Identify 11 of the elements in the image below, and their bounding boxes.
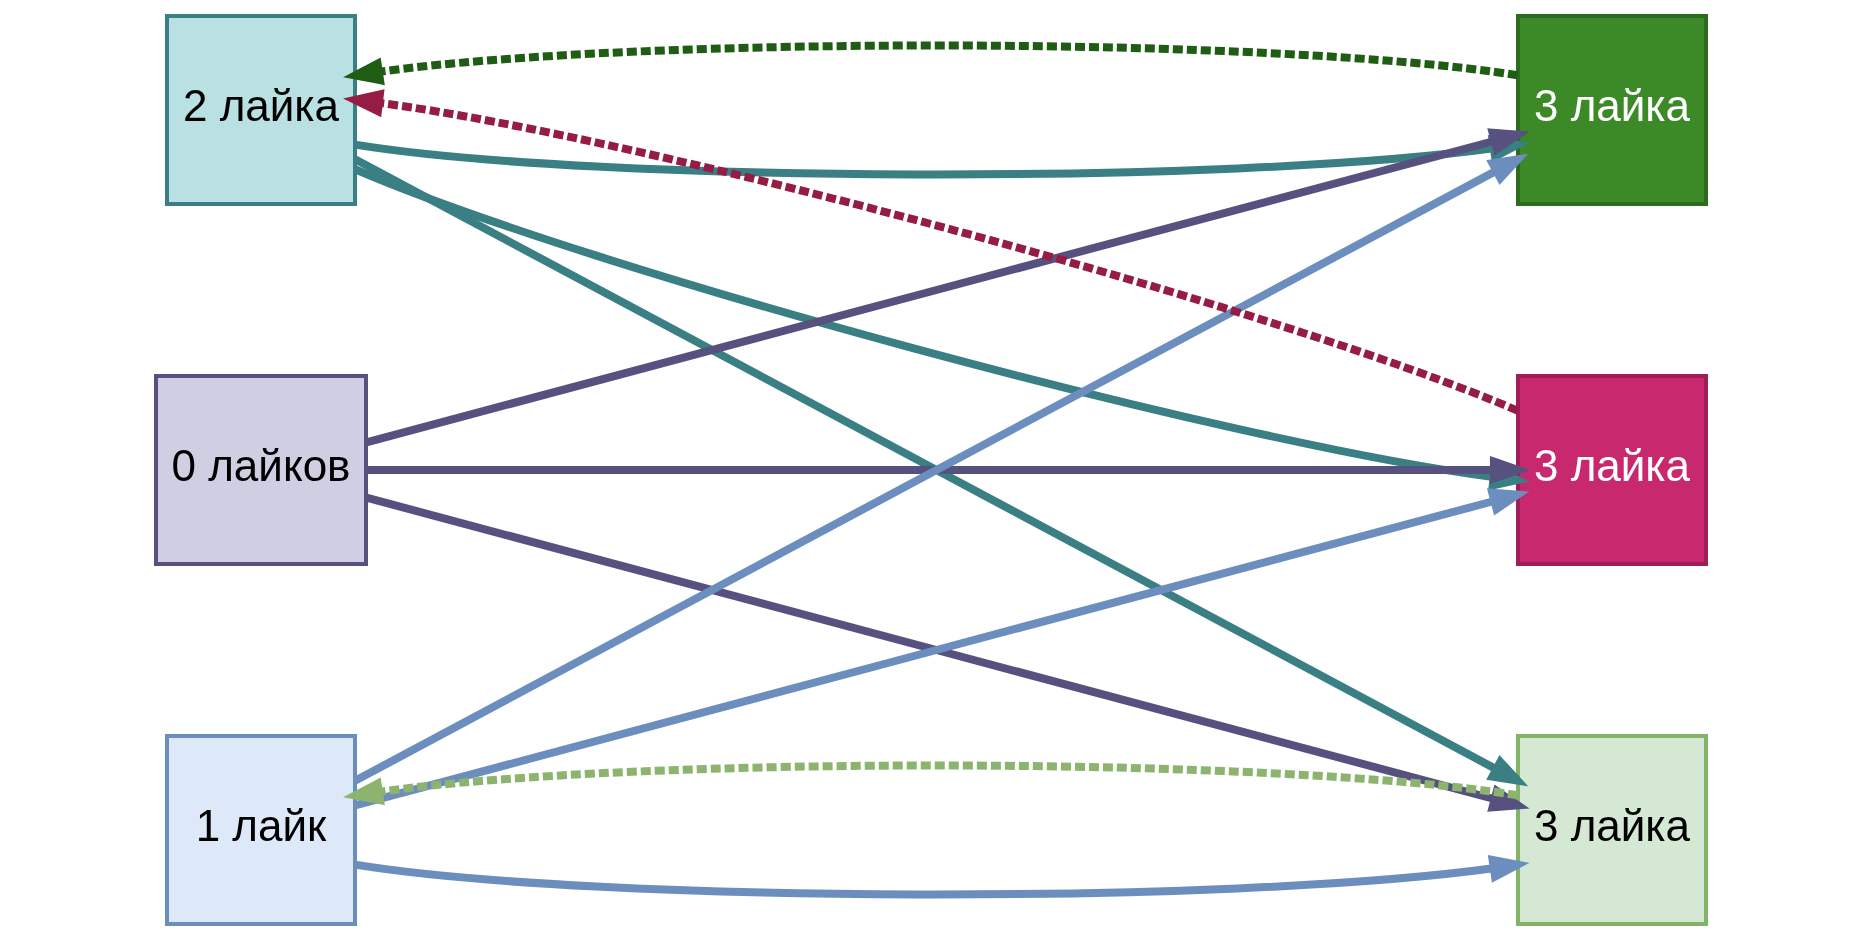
arrow xyxy=(343,41,1519,86)
node-box: 3 лайка xyxy=(1516,734,1708,926)
arrow xyxy=(343,761,1519,806)
node-box: 0 лайков xyxy=(154,374,368,566)
arrow xyxy=(354,854,1530,899)
node-box: 2 лайка xyxy=(165,14,357,206)
arrow xyxy=(366,455,1531,485)
arrow xyxy=(343,89,1520,415)
node-box: 3 лайка xyxy=(1516,14,1708,206)
node-box: 1 лайк xyxy=(165,734,357,926)
node-box: 3 лайка xyxy=(1516,374,1708,566)
